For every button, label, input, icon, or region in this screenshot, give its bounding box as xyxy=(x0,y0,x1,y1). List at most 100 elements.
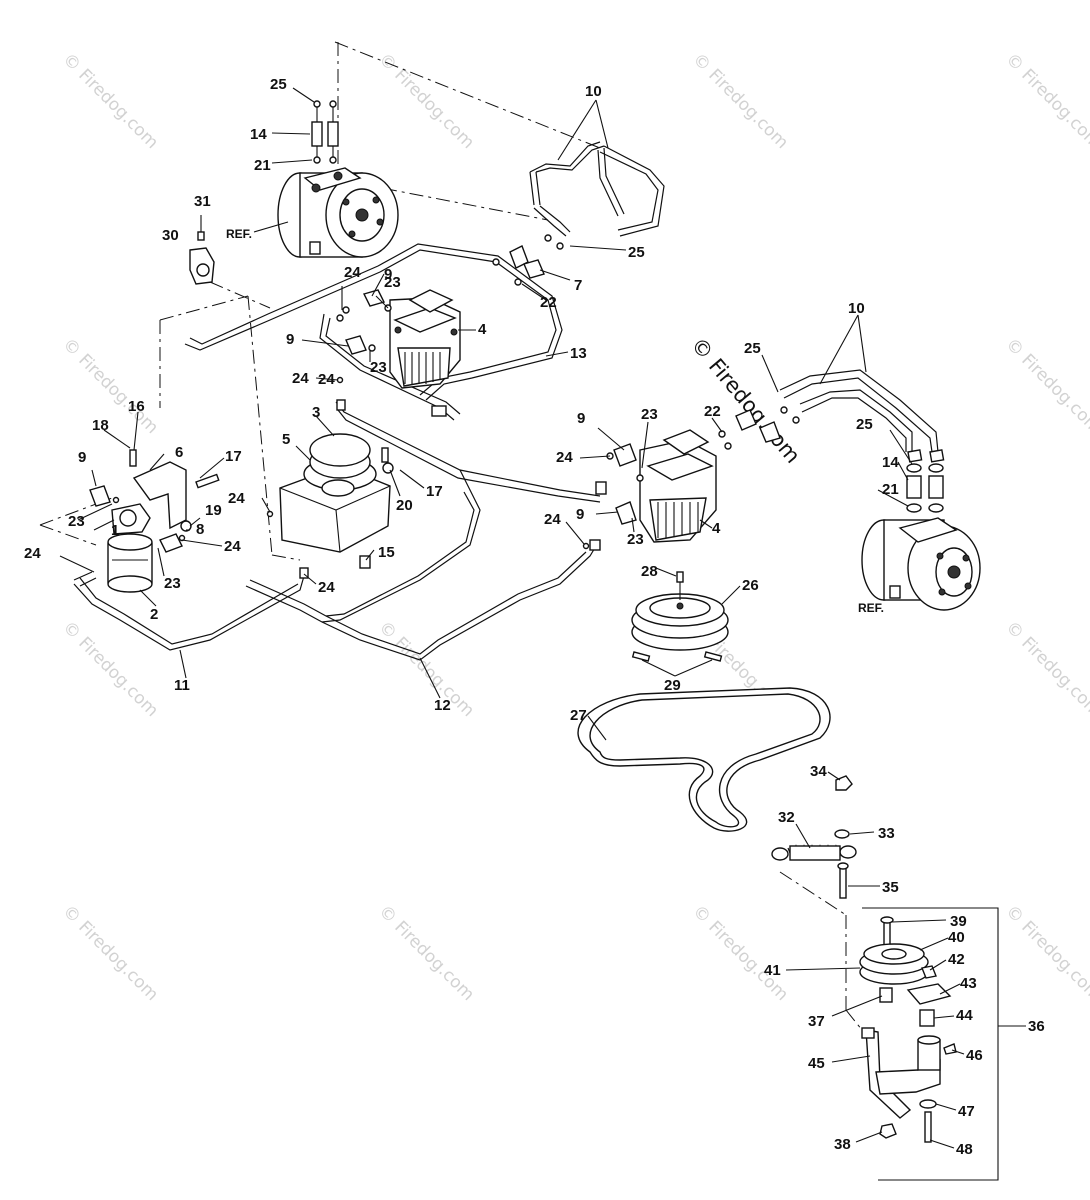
callout: 23 xyxy=(68,513,85,530)
callout: 35 xyxy=(882,879,899,896)
callout: 4 xyxy=(478,321,487,338)
callout: 20 xyxy=(396,497,413,514)
callout: 24 xyxy=(24,545,41,562)
callout: 9 xyxy=(78,449,86,466)
callout: 23 xyxy=(627,531,644,548)
callout: 39 xyxy=(950,913,967,930)
callout: 47 xyxy=(958,1103,975,1120)
callout: 38 xyxy=(834,1136,851,1153)
watermark: © Firedog.com xyxy=(58,334,162,438)
callout: 2 xyxy=(150,606,158,623)
callout: 25 xyxy=(628,244,645,261)
callout: 34 xyxy=(810,763,827,780)
callout: 13 xyxy=(570,345,587,362)
callout: 14 xyxy=(882,454,899,471)
callout: 4 xyxy=(712,520,721,537)
wheel-motor-right xyxy=(861,517,981,611)
nuts-bolt xyxy=(834,775,853,899)
callout: 17 xyxy=(426,483,443,500)
watermark: © Firedog.com xyxy=(58,49,162,153)
callout: 24 xyxy=(318,579,335,596)
watermark: © Firedog.com xyxy=(1001,617,1090,721)
watermark: © Firedog.com xyxy=(688,901,792,1005)
tension-spring xyxy=(771,844,857,861)
hydraulic-lines-right xyxy=(779,369,945,463)
callout: 6 xyxy=(175,444,183,461)
fittings-right-motor xyxy=(906,463,944,513)
callout: 9 xyxy=(384,266,392,283)
watermark: © Firedog.com xyxy=(58,901,162,1005)
callout: 23 xyxy=(641,406,658,423)
watermark: © Firedog.com xyxy=(58,617,162,721)
callout: 46 xyxy=(966,1047,983,1064)
callout: 18 xyxy=(92,417,109,434)
callout: 42 xyxy=(948,951,965,968)
callout: 23 xyxy=(384,274,401,291)
callout: 21 xyxy=(882,481,899,498)
idler-assembly xyxy=(859,916,957,1143)
hydro-pump-right xyxy=(582,406,800,551)
callout-labels: 1 2 3 4 4 5 6 7 8 9 9 9 9 9 10 10 11 12 … xyxy=(24,76,1045,1158)
callout: 3 xyxy=(312,404,320,421)
ref-label: REF. xyxy=(858,601,884,615)
bracket-30 xyxy=(189,215,215,285)
callout: 24 xyxy=(344,264,361,281)
hydro-pump-upper xyxy=(389,289,461,389)
callout: 24 xyxy=(228,490,245,507)
callout: 41 xyxy=(764,962,781,979)
callout: 24 xyxy=(556,449,573,466)
fittings-upper-pump xyxy=(336,234,564,417)
leader-lines xyxy=(59,87,965,1149)
callout: 11 xyxy=(174,677,190,694)
fittings-left-motor xyxy=(311,100,339,164)
callout: 17 xyxy=(225,448,242,465)
hydraulic-lines xyxy=(73,141,665,661)
callout: 30 xyxy=(162,227,179,244)
callout: 9 xyxy=(576,506,584,523)
callout: 48 xyxy=(956,1141,973,1158)
callout: 33 xyxy=(878,825,895,842)
callout: 9 xyxy=(286,331,294,348)
callout: 9 xyxy=(577,410,585,427)
callout: 8 xyxy=(196,521,204,538)
ref-label: REF. xyxy=(226,227,252,241)
callout: 1 xyxy=(111,522,119,539)
callout: 10 xyxy=(585,83,602,100)
callout: 27 xyxy=(570,707,587,724)
callout: 23 xyxy=(370,359,387,376)
callout: 37 xyxy=(808,1013,825,1030)
callout: 5 xyxy=(282,431,290,448)
callout: 16 xyxy=(128,398,145,415)
callout: 26 xyxy=(742,577,759,594)
watermark: © Firedog.com xyxy=(1001,901,1090,1005)
callout: 22 xyxy=(540,294,557,311)
callout: 40 xyxy=(948,929,965,946)
callout: 31 xyxy=(194,193,211,210)
callout: 24 xyxy=(292,370,309,387)
callout: 21 xyxy=(254,157,271,174)
watermark: © Firedog.com xyxy=(1001,334,1090,438)
callout: 32 xyxy=(778,809,795,826)
callout: 36 xyxy=(1028,1018,1045,1035)
callout: 29 xyxy=(664,677,681,694)
callout: 24 xyxy=(224,538,241,555)
watermark: © Firedog.com xyxy=(688,49,792,153)
callout: 7 xyxy=(574,277,582,294)
callout: 24 xyxy=(544,511,561,528)
callout: 25 xyxy=(856,416,873,433)
callout: 10 xyxy=(848,300,865,317)
callout: 22 xyxy=(704,403,721,420)
wheel-motor-left xyxy=(277,167,399,258)
callout: 15 xyxy=(378,544,395,561)
callout: 24 xyxy=(318,371,335,388)
callout: 19 xyxy=(205,502,222,519)
filter-assembly xyxy=(89,449,220,593)
watermark: © Firedog.com xyxy=(374,49,478,153)
callout: 25 xyxy=(270,76,287,93)
hydraulic-tank xyxy=(266,433,394,579)
callout: 43 xyxy=(960,975,977,992)
pulley-26 xyxy=(631,571,729,662)
idler-assembly-box xyxy=(862,907,1026,1181)
callout: 14 xyxy=(250,126,267,143)
